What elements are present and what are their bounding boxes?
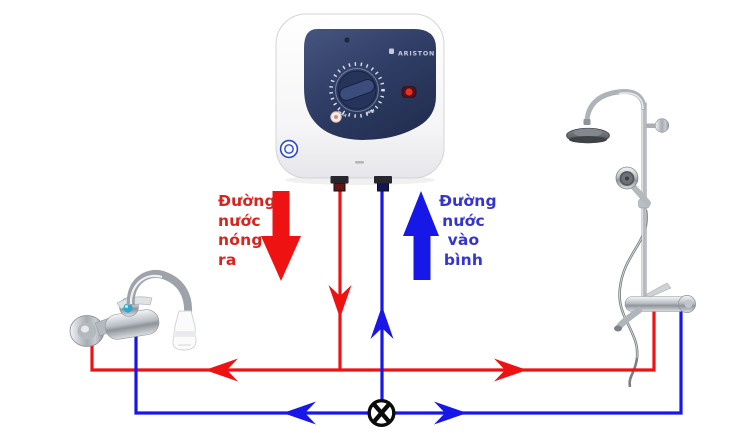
block-arrow-up-icon	[403, 191, 439, 280]
faucet-spout-highlight	[129, 274, 163, 305]
hot-pipe-main	[90, 311, 656, 372]
knob-tick-ring	[329, 62, 385, 118]
panel-screw-dot	[344, 37, 350, 43]
faucet-sprayer-band	[173, 331, 196, 337]
brand-text: ARISTON	[398, 51, 435, 58]
hot-arrowhead-down	[328, 285, 352, 318]
shower-arm	[584, 89, 647, 122]
cold-inlet-stub	[374, 176, 392, 192]
hot-outlet-stub	[330, 176, 349, 192]
hot-stub-collar	[330, 176, 349, 184]
panel-button-center	[334, 115, 338, 119]
ariston-logo-mark	[389, 48, 394, 54]
cold-stub-tint	[378, 184, 388, 191]
cold-label-line-3: vào	[447, 231, 480, 250]
cold-label-line-2: nước	[442, 211, 485, 230]
cold-arrowhead-left	[283, 401, 316, 425]
hot-label-line-2: nước	[218, 211, 261, 230]
shower-mixer-spout	[615, 306, 643, 331]
valve-x-glyph	[372, 403, 391, 423]
hot-label-line-3: nóng	[218, 231, 263, 250]
faucet-gooseneck-spout	[126, 269, 193, 314]
faucet-badge-highlight	[124, 304, 129, 309]
hot-block-arrow-head	[261, 236, 301, 281]
knob-max-label: MAX	[337, 109, 348, 118]
shower-wall-bracket-flange	[654, 118, 670, 133]
hot-arrowhead-left	[205, 358, 238, 382]
rain-head-face	[569, 136, 607, 144]
cold-block-arrow-head	[403, 191, 439, 236]
cold-pipe-main	[134, 311, 683, 415]
water-heater: ARISTON MAX MIN	[275, 13, 445, 192]
power-indicator-light	[405, 88, 413, 96]
cold-water-in-label: Đường nước vào bình	[439, 192, 497, 271]
shower-mixer-lever	[644, 282, 672, 298]
hot-arrowhead-right	[494, 358, 527, 382]
hot-label-line-4: ra	[218, 251, 237, 270]
faucet	[69, 269, 197, 351]
cold-label-line-4: bình	[443, 251, 484, 270]
rain-head-cap	[574, 128, 602, 138]
shower-spout-opening	[614, 325, 622, 332]
shower-column	[566, 89, 696, 332]
hot-stub-tint	[334, 184, 345, 191]
cold-arrowhead-up	[370, 306, 394, 339]
cold-arrowhead-right	[434, 401, 467, 425]
shower-mixer-knob-face	[684, 300, 693, 308]
energy-sticker-inner	[284, 144, 294, 154]
handheld-face-center	[625, 176, 629, 181]
hot-label-line-1: Đường	[218, 192, 276, 210]
hot-water-out-label: Đường nước nóng ra	[218, 192, 278, 271]
shower-arm-highlight	[618, 92, 644, 110]
faucet-flange-highlight	[81, 325, 89, 333]
shower-arm-nut	[583, 119, 591, 125]
cold-stub-collar	[374, 176, 392, 184]
knob-handle	[339, 79, 375, 101]
hot-block-arrow-shaft	[272, 191, 290, 238]
knob-min-label: MIN	[366, 107, 376, 115]
block-arrow-down-icon	[261, 191, 301, 281]
circle-x-valve-icon	[367, 399, 396, 428]
cold-block-arrow-shaft	[413, 233, 431, 280]
cold-label-line-1: Đường	[439, 192, 497, 210]
knob-inner-ring	[335, 68, 379, 112]
pipe-network	[90, 182, 683, 425]
faucet-sprayer-head	[172, 310, 197, 351]
body-vent-slot	[355, 161, 364, 164]
